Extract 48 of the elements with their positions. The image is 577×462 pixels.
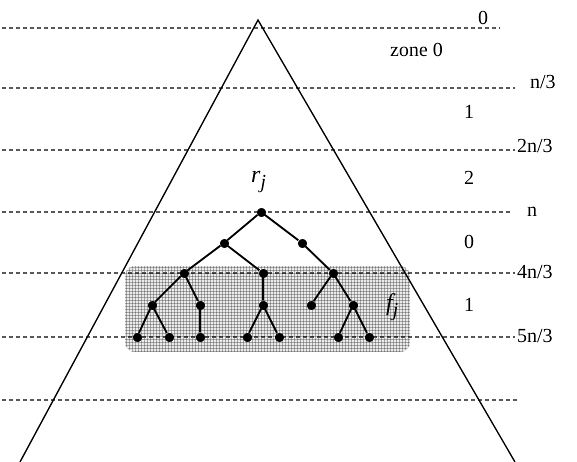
tree-node-dot — [306, 300, 316, 310]
tree-edge — [226, 214, 258, 241]
level-label: n/3 — [530, 71, 556, 93]
tree-node-dot — [180, 268, 188, 278]
level-label: 0 — [478, 7, 488, 29]
tree-edge — [262, 278, 264, 300]
tree-edge — [334, 276, 352, 302]
tree-node-dot — [334, 332, 342, 342]
tree-edge — [153, 308, 168, 334]
level-label: 2n/3 — [517, 135, 553, 157]
level-label: 5n/3 — [517, 325, 553, 347]
level-label: n — [527, 199, 537, 221]
tree-node-dot — [220, 238, 228, 248]
tree-node-dot — [328, 268, 338, 278]
node-label: r$_{j}$ — [251, 164, 266, 193]
tree-node-dot — [258, 268, 268, 278]
level-label: zone 0 — [390, 39, 443, 61]
tree-edge — [248, 308, 262, 334]
tree-node-dot — [196, 300, 204, 310]
tree-edge — [339, 308, 352, 334]
tree-edge — [154, 275, 182, 303]
tree-edge — [264, 214, 300, 242]
shaded-region — [125, 266, 410, 352]
tree-edge — [185, 276, 199, 302]
tree-node-dot — [132, 332, 142, 342]
tree-node-dot — [164, 332, 174, 342]
level-label: 1 — [464, 101, 474, 123]
tree-node-dot — [196, 332, 204, 342]
tree-node-dot — [364, 332, 374, 342]
tree-edge — [354, 308, 368, 334]
tree-edge — [199, 310, 201, 332]
tree-edge — [138, 308, 151, 334]
level-label: 2 — [464, 167, 474, 189]
tree-node-dot — [148, 300, 156, 310]
tree-node-dot — [256, 208, 266, 216]
tree-node-dot — [258, 300, 268, 310]
tree-node-dot — [274, 332, 284, 342]
tree-edge — [304, 245, 330, 271]
level-label: 0 — [464, 231, 474, 253]
tree-edge — [187, 244, 221, 272]
tree-node-dot — [242, 332, 252, 342]
tree-node-dot — [298, 238, 306, 248]
tree-edge — [226, 244, 260, 272]
tree-node-dot — [348, 300, 358, 310]
subtree-label: f$_{j}$ — [386, 292, 398, 321]
tree-edge — [264, 308, 278, 334]
level-label: 1 — [464, 294, 474, 316]
level-label: 4n/3 — [517, 261, 553, 283]
